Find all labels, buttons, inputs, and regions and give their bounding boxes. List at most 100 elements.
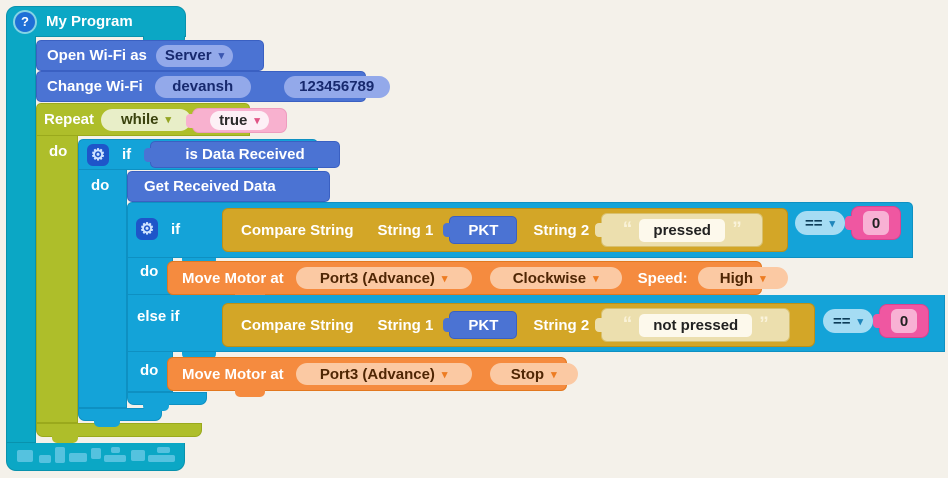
- block-variable-pkt-2[interactable]: PKT: [443, 311, 518, 339]
- block-number-0-1[interactable]: 0: [845, 206, 901, 240]
- dropdown-motor2-direction[interactable]: Stop: [489, 363, 578, 385]
- pkt-value: PKT: [468, 221, 499, 239]
- block-compare-string-2[interactable]: Compare String String 1 PKT String 2 “ n…: [222, 303, 815, 347]
- motor1-direction-value: Clockwise: [512, 269, 587, 287]
- repeat-footer: [36, 423, 202, 437]
- compare2-string1-label: String 1: [377, 316, 434, 334]
- compare1-string2-label: String 2: [533, 221, 590, 239]
- operator2-value: ==: [832, 312, 851, 330]
- block-get-received-data[interactable]: Get Received Data: [127, 171, 330, 202]
- motor1-label: Move Motor at: [182, 269, 284, 287]
- motor1-speed-label: Speed:: [637, 269, 688, 287]
- compare2-string2-label: String 2: [533, 316, 590, 334]
- dropdown-arrow-icon: [247, 112, 260, 129]
- dropdown-motor2-port[interactable]: Port3 (Advance): [295, 363, 472, 385]
- block-variable-pkt-1[interactable]: PKT: [443, 216, 518, 244]
- value-plug: [845, 216, 854, 230]
- true-value: true: [219, 112, 248, 129]
- repeat-do-label: do: [49, 143, 68, 160]
- compare2-label: Compare String: [241, 316, 354, 334]
- elseif-keyword: else if: [137, 308, 180, 325]
- if2-do2-label: do: [140, 362, 159, 379]
- motor1-speed-value: High: [719, 269, 754, 287]
- block-boolean-true[interactable]: true: [186, 108, 287, 133]
- close-quote-icon: ”: [732, 219, 742, 240]
- value-plug: [443, 318, 453, 332]
- connector-tab: [52, 436, 78, 443]
- dropdown-repeat-mode[interactable]: while: [101, 108, 192, 131]
- repeat-label: Repeat: [44, 111, 95, 128]
- block-change-wifi[interactable]: Change Wi-Fi devansh 123456789: [36, 71, 390, 102]
- if2-do-spine: do: [127, 258, 173, 295]
- string-field-not-pressed[interactable]: not pressed: [639, 313, 753, 337]
- number-field-2[interactable]: 0: [891, 309, 917, 333]
- help-icon[interactable]: ?: [15, 11, 35, 32]
- dropdown-operator-1[interactable]: ==: [795, 211, 845, 235]
- gear-icon[interactable]: [87, 143, 109, 166]
- dropdown-arrow-icon: [435, 270, 448, 287]
- pixel-artifact: [55, 447, 65, 463]
- connector-tab: [143, 404, 169, 411]
- dropdown-arrow-icon: [823, 215, 836, 232]
- change-wifi-label: Change Wi-Fi: [47, 78, 143, 95]
- dropdown-motor1-port[interactable]: Port3 (Advance): [295, 267, 472, 289]
- value-plug: [186, 113, 195, 128]
- connector-tab: [94, 420, 120, 427]
- gear-icon[interactable]: [136, 218, 158, 240]
- number-field-1[interactable]: 0: [863, 211, 889, 235]
- connector-tab: [182, 352, 216, 359]
- program-title: My Program: [46, 13, 133, 30]
- value-plug: [443, 223, 453, 237]
- if1-do-label: do: [91, 177, 110, 194]
- block-is-data-received[interactable]: is Data Received: [144, 141, 340, 168]
- block-open-wifi[interactable]: Open Wi-Fi as Server: [36, 40, 264, 71]
- block-move-motor-2[interactable]: Move Motor at Port3 (Advance) Stop: [167, 357, 578, 391]
- motor2-direction-value: Stop: [510, 365, 545, 383]
- block-compare-string-1[interactable]: Compare String String 1 PKT String 2 “ p…: [222, 208, 788, 252]
- if1-do-spine: do: [78, 170, 127, 408]
- password-field[interactable]: 123456789: [283, 75, 390, 98]
- dropdown-operator-2[interactable]: ==: [823, 309, 873, 333]
- value-plug: [144, 147, 153, 162]
- motor1-port-value: Port3 (Advance): [319, 269, 435, 287]
- if2-do2-spine: do: [127, 352, 173, 392]
- block-number-0-2[interactable]: 0: [873, 304, 929, 338]
- pixel-artifact: [157, 447, 170, 453]
- dropdown-arrow-icon: [212, 47, 225, 64]
- value-plug: [595, 223, 605, 237]
- motor2-port-value: Port3 (Advance): [319, 365, 435, 383]
- open-wifi-label: Open Wi-Fi as: [47, 47, 147, 64]
- value-plug: [595, 318, 605, 332]
- pixel-artifact: [17, 450, 33, 462]
- is-data-received-label: is Data Received: [185, 146, 305, 163]
- dropdown-arrow-icon: [544, 366, 557, 383]
- wifi-mode-value: Server: [164, 47, 212, 64]
- block-my-program[interactable]: ? My Program: [6, 6, 186, 37]
- dropdown-arrow-icon: [851, 313, 864, 330]
- dropdown-motor1-speed[interactable]: High: [697, 267, 788, 289]
- pixel-artifact: [131, 450, 145, 461]
- string-field-pressed[interactable]: pressed: [639, 218, 726, 242]
- dropdown-arrow-icon: [159, 111, 172, 128]
- block-move-motor-1[interactable]: Move Motor at Port3 (Advance) Clockwise …: [167, 261, 788, 295]
- close-quote-icon: ”: [759, 314, 769, 335]
- motor2-label: Move Motor at: [182, 365, 284, 383]
- get-received-data-label: Get Received Data: [144, 178, 276, 195]
- if2-do-label: do: [140, 263, 159, 280]
- pkt-value: PKT: [468, 316, 499, 334]
- compare1-string1-label: String 1: [377, 221, 434, 239]
- dropdown-wifi-mode[interactable]: Server: [155, 44, 234, 67]
- ssid-field[interactable]: devansh: [154, 75, 251, 98]
- dropdown-true[interactable]: true: [210, 111, 269, 130]
- pixel-artifact: [111, 447, 120, 453]
- if1-footer: [78, 408, 162, 421]
- value-plug: [873, 314, 882, 328]
- dropdown-motor1-direction[interactable]: Clockwise: [489, 267, 622, 289]
- my-program-footer: [6, 443, 185, 471]
- pixel-artifact: [91, 448, 101, 459]
- pixel-artifact: [39, 455, 51, 463]
- block-string-pressed[interactable]: “ pressed ”: [595, 213, 764, 247]
- block-string-not-pressed[interactable]: “ not pressed ”: [595, 308, 791, 342]
- repeat-mode-value: while: [121, 111, 159, 128]
